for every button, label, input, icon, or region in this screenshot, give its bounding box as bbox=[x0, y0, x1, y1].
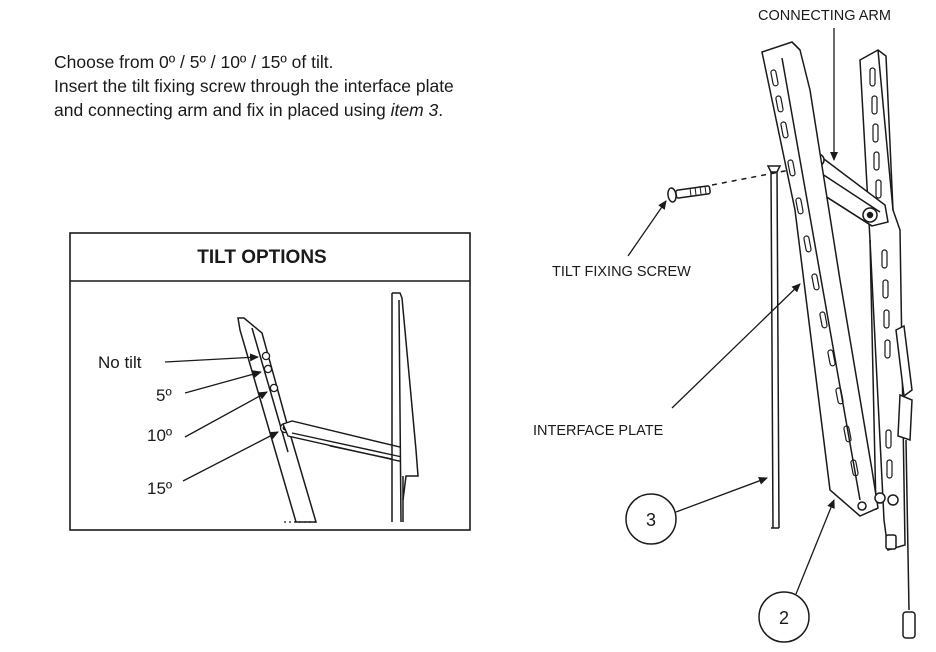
label-10-degrees: 10º bbox=[147, 426, 172, 445]
wall-bracket bbox=[859, 49, 916, 639]
instruction-line-3-text: and connecting arm and fix in placed usi… bbox=[54, 100, 391, 120]
assembly-drawing bbox=[667, 41, 916, 639]
arrow-no-tilt bbox=[164, 353, 259, 363]
screw-path-dashed bbox=[711, 169, 791, 186]
item-2-balloon bbox=[758, 591, 810, 643]
instruction-line-3: and connecting arm and fix in placed usi… bbox=[54, 98, 574, 122]
arrow-interface-plate bbox=[671, 283, 801, 409]
inset-wall-bracket bbox=[391, 292, 419, 523]
hole-5 bbox=[263, 364, 273, 374]
hole-no-tilt bbox=[261, 351, 271, 361]
label-interface-plate: INTERFACE PLATE bbox=[533, 423, 664, 439]
item-3-balloon bbox=[625, 493, 677, 545]
item-3-rod bbox=[766, 165, 782, 529]
arrow-15-degrees bbox=[182, 431, 279, 482]
instruction-line-3-end: . bbox=[438, 100, 444, 120]
label-5-degrees: 5º bbox=[156, 386, 172, 405]
callouts: CONNECTING ARM TILT FIXING SCREW INTERFA… bbox=[533, 8, 891, 643]
item-reference: item 3 bbox=[390, 100, 439, 120]
instructions-text: Choose from 0º / 5º / 10º / 15º of tilt.… bbox=[54, 50, 574, 122]
label-15-degrees: 15º bbox=[147, 479, 172, 498]
hole-10 bbox=[269, 383, 279, 393]
tilt-options-title: TILT OPTIONS bbox=[197, 247, 326, 268]
label-tilt-fixing-screw: TILT FIXING SCREW bbox=[552, 264, 691, 280]
tilt-fixing-screw bbox=[667, 185, 711, 203]
arrow-item-3 bbox=[675, 477, 768, 513]
tilt-options-panel: TILT OPTIONS No bbox=[69, 232, 471, 531]
instruction-line-1: Choose from 0º / 5º / 10º / 15º of tilt. bbox=[54, 52, 334, 72]
label-connecting-arm: CONNECTING ARM bbox=[758, 8, 891, 24]
arrow-tilt-fixing-screw bbox=[627, 200, 667, 257]
item-2-number: 2 bbox=[779, 608, 789, 628]
interface-plate bbox=[761, 41, 899, 517]
arrow-10-degrees bbox=[184, 391, 268, 438]
instruction-line-2: Insert the tilt fixing screw through the… bbox=[54, 76, 454, 96]
arrow-5-degrees bbox=[184, 370, 262, 394]
arrow-item-2 bbox=[795, 499, 835, 595]
label-no-tilt: No tilt bbox=[98, 353, 142, 372]
item-3-number: 3 bbox=[646, 510, 656, 530]
